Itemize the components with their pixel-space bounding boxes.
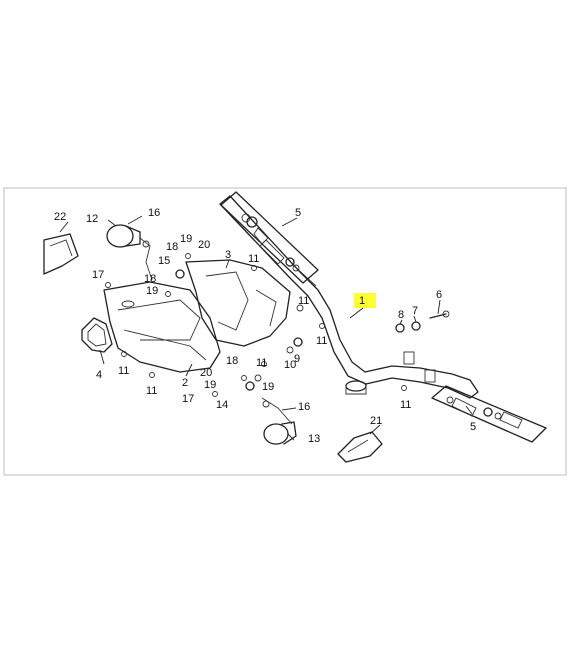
callout-18-c: 18 bbox=[226, 355, 238, 367]
callout-1: 1 bbox=[359, 295, 365, 307]
callout-12: 12 bbox=[86, 213, 98, 225]
callout-6: 6 bbox=[436, 289, 442, 301]
callout-4: 4 bbox=[96, 369, 102, 381]
callout-16-b: 16 bbox=[298, 401, 310, 413]
rear-cover-part bbox=[185, 259, 291, 347]
left-grip-part bbox=[431, 385, 547, 443]
reflector-21-part bbox=[337, 431, 383, 463]
callout-1-highlight bbox=[354, 293, 376, 308]
callout-14: 14 bbox=[216, 399, 228, 411]
handlebar-part bbox=[219, 195, 479, 399]
callout-15: 15 bbox=[158, 255, 170, 267]
callout-3: 3 bbox=[225, 249, 231, 261]
reflector-22-part bbox=[43, 233, 79, 275]
callout-10: 10 bbox=[284, 359, 296, 371]
callout-17-b: 17 bbox=[182, 393, 194, 405]
callout-22: 22 bbox=[54, 211, 66, 223]
callout-7: 7 bbox=[412, 305, 418, 317]
callout-18-b: 18 bbox=[144, 273, 156, 285]
callout-11-e: 11 bbox=[146, 385, 157, 397]
turn-signal-upper-part bbox=[106, 224, 153, 281]
front-cover-part bbox=[103, 281, 221, 373]
throttle-grip-part bbox=[220, 191, 319, 284]
callout-19-d: 19 bbox=[262, 381, 274, 393]
callout-21: 21 bbox=[370, 415, 382, 427]
callout-5-bottom: 5 bbox=[470, 421, 476, 433]
callout-11-b: 11 bbox=[316, 335, 327, 347]
callout-11-f: 11 bbox=[256, 357, 267, 369]
callout-19-b: 19 bbox=[146, 285, 158, 297]
callout-9: 9 bbox=[294, 353, 300, 365]
callout-11-d: 11 bbox=[118, 365, 129, 377]
callout-19-c: 19 bbox=[204, 379, 216, 391]
callout-8: 8 bbox=[398, 309, 404, 321]
gasket-part bbox=[81, 317, 113, 353]
callout-11-a: 11 bbox=[298, 295, 309, 307]
callout-2: 2 bbox=[182, 377, 188, 389]
callout-labels: 1 2 3 4 5 5 6 7 8 9 10 11 11 11 11 11 11… bbox=[54, 207, 476, 445]
callout-13: 13 bbox=[308, 433, 320, 445]
leader-lines bbox=[59, 217, 473, 441]
callout-16-a: 16 bbox=[148, 207, 160, 219]
callout-18-a: 18 bbox=[166, 241, 178, 253]
callout-5-top: 5 bbox=[295, 207, 301, 219]
callout-20-a: 20 bbox=[198, 239, 210, 251]
callout-17-a: 17 bbox=[92, 269, 104, 281]
callout-11-c: 11 bbox=[248, 253, 259, 265]
callout-11-g: 11 bbox=[400, 399, 411, 411]
callout-19-a: 19 bbox=[180, 233, 192, 245]
callout-20-b: 20 bbox=[200, 367, 212, 379]
diagram-frame bbox=[3, 187, 567, 476]
